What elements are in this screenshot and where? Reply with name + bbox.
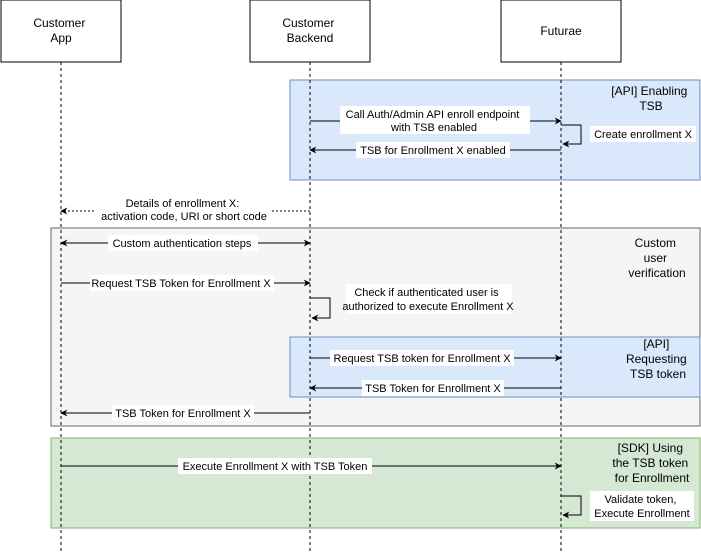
label-bg-custom-auth <box>108 235 258 251</box>
label-token-to-app: TSB Token for Enrollment X <box>115 408 251 420</box>
actor-futurae-label: Futurae <box>540 24 582 38</box>
label-backend-request-token: Request TSB token for Enrollment X <box>333 353 511 365</box>
label-tsb-enabled: TSB for Enrollment X enabled <box>360 145 506 157</box>
actor-app-label: Customer App <box>33 16 88 45</box>
arrow-validate-token <box>561 495 582 519</box>
group-label-sdk-use: [SDK] Using the TSB token for Enrollment <box>612 441 691 485</box>
label-request-token: Request TSB Token for Enrollment X <box>91 278 271 290</box>
actor-box-backend <box>249 0 371 63</box>
label-bg-validate-token <box>590 491 694 521</box>
group-box-api-request <box>289 336 701 398</box>
actor-box-futurae <box>500 0 622 63</box>
label-bg-execute-enrollment <box>178 458 372 474</box>
group-label-api-enable: [API] Enabling TSB <box>611 84 690 113</box>
label-validate-token: Validate token, Execute Enrollment <box>594 494 689 520</box>
label-bg-token-to-backend <box>362 380 504 396</box>
arrow-create-enrollment <box>561 124 582 148</box>
label-enrollment-details: Details of enrollment X: activation code… <box>101 198 267 223</box>
group-label-api-request: [API] Requesting TSB token <box>626 337 690 381</box>
label-check-authorized: Check if authenticated user is authorize… <box>342 287 514 313</box>
label-bg-token-to-app <box>112 405 254 421</box>
label-execute-enrollment: Execute Enrollment X with TSB Token <box>183 461 368 473</box>
label-enroll-call: Call Auth/Admin API enroll endpoint with… <box>346 109 523 134</box>
label-token-to-backend: TSB Token for Enrollment X <box>365 383 501 395</box>
actor-backend-label: Customer Backend <box>282 16 337 45</box>
arrow-check-authorized <box>310 297 331 322</box>
label-bg-tsb-enabled <box>356 142 510 158</box>
label-bg-create-enrollment <box>590 126 696 142</box>
label-create-enrollment: Create enrollment X <box>594 129 692 141</box>
label-bg-request-token <box>90 275 274 291</box>
label-custom-auth: Custom authentication steps <box>113 238 252 250</box>
label-bg-enroll-call <box>340 106 530 134</box>
label-bg-check-authorized <box>346 284 512 314</box>
group-label-custom-verify: Custom user verification <box>628 236 685 280</box>
label-bg-enrollment-details <box>96 196 270 224</box>
actor-box-app <box>0 0 122 63</box>
label-bg-backend-request-token <box>330 350 514 366</box>
